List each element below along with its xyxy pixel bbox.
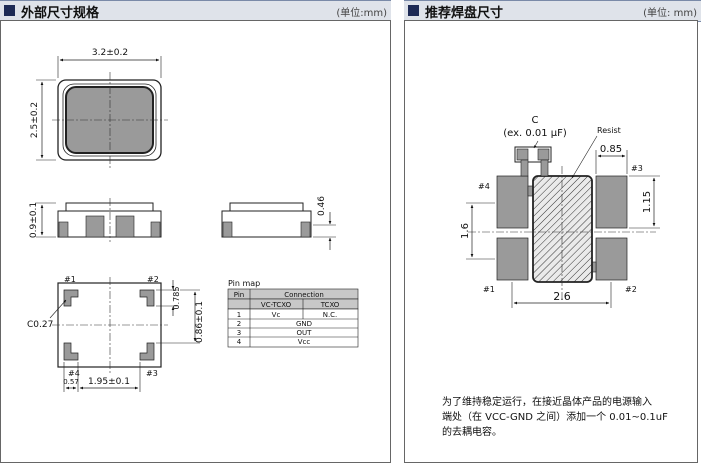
dim-side-label: 0.46 — [317, 196, 327, 216]
left-section-title: 外部尺寸规格 — [21, 6, 100, 21]
land-pin4-label: #4 — [478, 182, 490, 191]
bottom-pin3-label: #3 — [146, 369, 158, 378]
bottom-pin2-label: #2 — [147, 275, 159, 284]
dim-height-label: 2.5±0.2 — [30, 102, 40, 138]
pinmap-row-a: OUT — [297, 329, 313, 337]
dim-pad-h-label: 0.86±0.1 — [195, 301, 205, 343]
header-square-icon — [4, 5, 15, 16]
note-line: 端处（在 VCC-GND 之间）添加一个 0.01~0.1uF — [442, 412, 668, 423]
cap-sub-label: (ex. 0.01 μF) — [503, 128, 567, 139]
decoupling-note: 为了维持稳定运行，在接近晶体产品的电源输入 端处（在 VCC-GND 之间）添加… — [442, 395, 692, 440]
pinmap-row-a: Vc — [272, 311, 281, 319]
header-square-icon — [408, 5, 419, 16]
pinmap-header-pin: Pin — [234, 291, 244, 299]
dim-pad-w-label: 0.785 — [172, 287, 181, 310]
right-section-unit: (单位: mm) — [643, 8, 697, 19]
pinmap-row-a: Vcc — [298, 338, 311, 346]
top-view — [36, 56, 168, 168]
pinmap-row-pin: 3 — [237, 329, 241, 337]
dim-16-label: 1.6 — [460, 223, 471, 239]
pinmap-table — [227, 288, 359, 348]
dim-width-label: 3.2±0.2 — [92, 48, 128, 58]
pinmap-row-pin: 1 — [237, 311, 241, 319]
land-pin1-label: #1 — [483, 285, 495, 294]
note-line: 的去耦电容。 — [442, 427, 502, 438]
dim-pitch-label: 1.95±0.1 — [88, 377, 130, 387]
dim-pad-x-label: 0.57 — [63, 378, 79, 386]
bottom-pin4-label: #4 — [68, 369, 80, 378]
dim-corner-label: C0.27 — [27, 320, 53, 330]
right-section-title: 推荐焊盘尺寸 — [425, 6, 504, 21]
bottom-pin1-label: #1 — [64, 275, 76, 284]
pinmap-row-pin: 2 — [237, 320, 241, 328]
left-section-unit: (单位:mm) — [336, 8, 387, 19]
resist-label: Resist — [597, 126, 621, 135]
dim-115-label: 1.15 — [642, 191, 653, 213]
dim-085-label: 0.85 — [600, 144, 622, 155]
pinmap-sub-tcxo: TCXO — [320, 301, 340, 309]
pinmap-row-pin: 4 — [237, 338, 242, 346]
right-section-header: 推荐焊盘尺寸 (单位: mm) — [404, 0, 701, 22]
pinmap-row-b: N.C. — [323, 311, 338, 319]
cap-label: C — [532, 115, 539, 126]
bottom-view — [49, 277, 200, 392]
side-view-front — [36, 198, 162, 242]
land-pin3-label: #3 — [631, 164, 643, 173]
land-pin2-label: #2 — [625, 285, 637, 294]
side-view-right — [221, 202, 336, 250]
note-line: 为了维持稳定运行，在接近晶体产品的电源输入 — [442, 397, 652, 408]
dim-thickness-label: 0.9±0.1 — [29, 202, 39, 238]
pinmap-sub-vc: VC-TCXO — [261, 301, 292, 309]
pinmap-header-connection: Connection — [284, 291, 324, 299]
land-pattern — [466, 135, 660, 308]
pinmap-row-a: GND — [296, 320, 312, 328]
pinmap-title: Pin map — [228, 279, 260, 288]
dim-26-label: 2.6 — [553, 290, 571, 303]
